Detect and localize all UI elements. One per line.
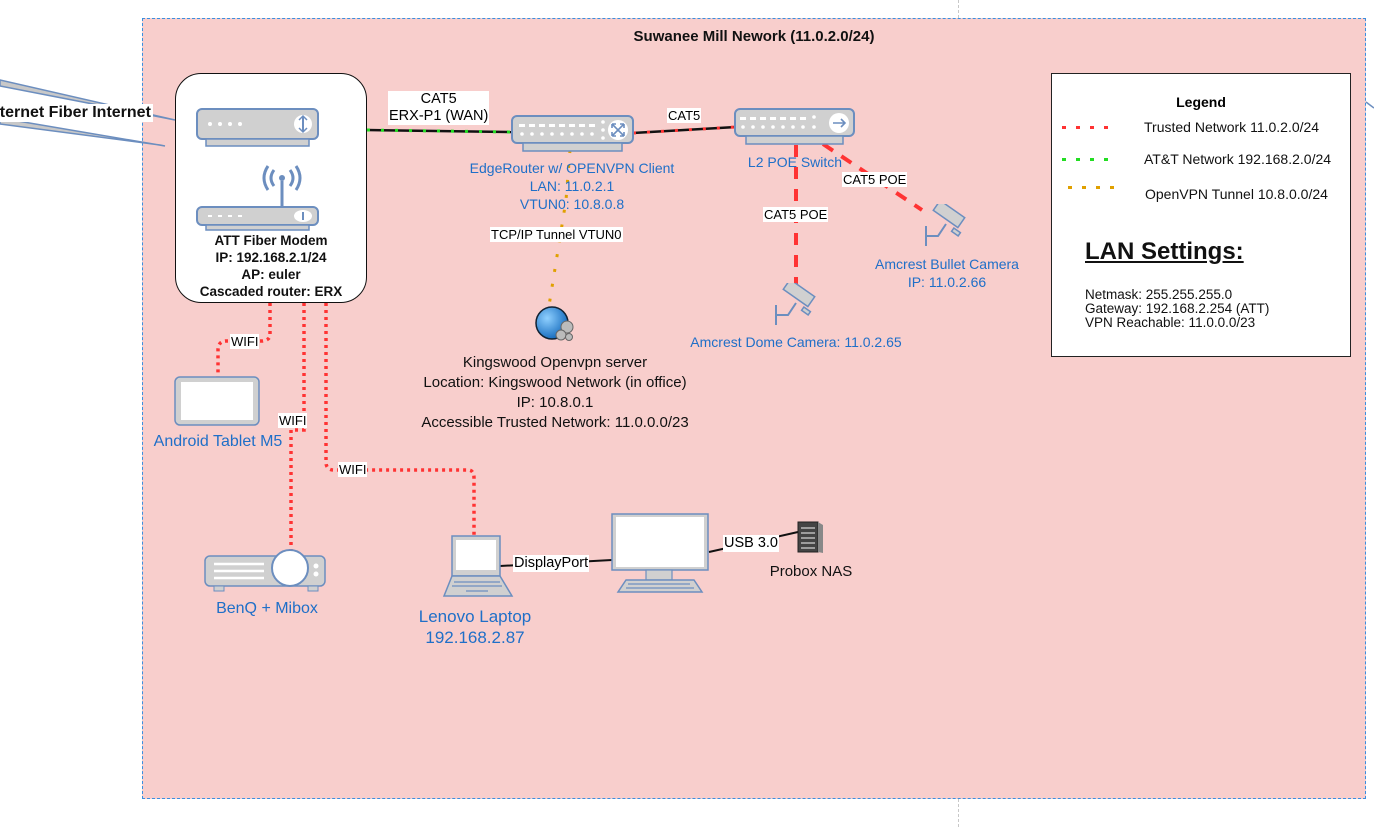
laptop-label: Lenovo Laptop 192.168.2.87 xyxy=(400,606,550,648)
wifi-projector-label: WIFI xyxy=(278,413,308,428)
bullet-camera-icon[interactable] xyxy=(922,204,970,248)
vpn-server-label: Kingswood Openvpn server Location: Kings… xyxy=(392,353,718,433)
bullet-camera-name: Amcrest Bullet Camera xyxy=(875,256,1019,272)
tunnel-label: TCP/IP Tunnel VTUN0 xyxy=(490,227,623,242)
projector-label: BenQ + Mibox xyxy=(216,600,318,617)
wifi-projector-link[interactable] xyxy=(289,303,306,550)
vpn-tunnel-link[interactable] xyxy=(546,149,572,313)
router-switch-link[interactable] xyxy=(632,125,737,135)
laptop-ip: 192.168.2.87 xyxy=(425,628,525,647)
edgerouter-vtun: VTUN0: 10.8.0.8 xyxy=(519,196,625,212)
dome-camera-label: Amcrest Dome Camera: 11.0.2.65 xyxy=(690,334,902,350)
wifi-laptop-label: WIFI xyxy=(338,462,368,477)
lan-gateway: Gateway: 192.168.2.254 (ATT) xyxy=(1085,301,1270,316)
legend-label-att: AT&T Network 192.168.2.0/24 xyxy=(1144,151,1332,167)
vpn-server-accessible-network: Accessible Trusted Network: 11.0.0.0/23 xyxy=(421,414,689,431)
modem-ip: IP: 192.168.2.1/24 xyxy=(215,250,327,265)
laptop-icon[interactable] xyxy=(442,535,514,599)
wifi-tablet-label: WIFI xyxy=(230,334,260,349)
modem-ap: AP: euler xyxy=(241,267,301,282)
poe-switch-icon[interactable] xyxy=(734,108,858,148)
projector-icon[interactable] xyxy=(204,546,328,592)
switch-bullet-label: CAT5 POE xyxy=(842,172,908,187)
vpn-server-name: Kingswood Openvpn server xyxy=(462,354,648,371)
edgerouter-lan: LAN: 11.0.2.1 xyxy=(529,178,615,194)
desktop-computer-icon[interactable] xyxy=(610,512,710,594)
edgerouter-icon[interactable] xyxy=(511,115,635,155)
tablet-icon[interactable] xyxy=(174,376,262,428)
internet-fiber-label: nternet Fiber Internet xyxy=(0,104,153,122)
lan-settings-title: LAN Settings: xyxy=(1085,238,1244,265)
switch-dome-label: CAT5 POE xyxy=(763,207,829,222)
switch-bullet-link[interactable] xyxy=(821,142,924,212)
legend-dots-vpn xyxy=(1068,186,1122,189)
legend-label-vpn: OpenVPN Tunnel 10.8.0.0/24 xyxy=(1145,186,1328,202)
nas-server-icon[interactable] xyxy=(797,520,825,554)
dome-camera-icon[interactable] xyxy=(772,283,818,327)
lan-netmask: Netmask: 255.255.255.0 xyxy=(1085,287,1233,302)
vpn-server-location: Location: Kingswood Network (in office) xyxy=(423,374,687,391)
offpage-connector xyxy=(1366,101,1374,109)
bullet-camera-ip: IP: 11.0.2.66 xyxy=(907,274,987,290)
edgerouter-label: EdgeRouter w/ OPENVPN Client LAN: 11.0.2… xyxy=(456,159,688,213)
displayport-label: DisplayPort xyxy=(513,555,590,572)
vpn-server-globe-icon[interactable] xyxy=(534,305,580,345)
wan-label-port: ERX-P1 (WAN) xyxy=(389,108,489,124)
lan-settings-values: Netmask: 255.255.255.0 Gateway: 192.168.… xyxy=(1085,288,1269,330)
usb-label: USB 3.0 xyxy=(723,535,779,552)
laptop-name: Lenovo Laptop xyxy=(418,607,532,626)
bullet-camera-label: Amcrest Bullet Camera IP: 11.0.2.66 xyxy=(860,255,1034,291)
lan-vpn-reachable: VPN Reachable: 11.0.0.0/23 xyxy=(1085,315,1256,330)
wan-label-cat5: CAT5 xyxy=(420,91,457,107)
legend-panel[interactable]: Legend Trusted Network 11.0.2.0/24 AT&T … xyxy=(1051,73,1351,357)
nas-label: Probox NAS xyxy=(769,563,853,580)
legend-dots-att xyxy=(1062,158,1116,161)
tablet-label: Android Tablet M5 xyxy=(153,433,283,450)
modem-name: ATT Fiber Modem xyxy=(214,233,328,248)
poe-switch-label: L2 POE Switch xyxy=(747,154,843,170)
legend-title: Legend xyxy=(1176,94,1226,110)
network-title: Suwanee Mill Nework (11.0.2.0/24) xyxy=(633,28,875,45)
vpn-server-ip: IP: 10.8.0.1 xyxy=(516,394,594,411)
modem-router-icon xyxy=(196,108,319,231)
legend-dots-trusted xyxy=(1062,126,1116,129)
legend-label-trusted: Trusted Network 11.0.2.0/24 xyxy=(1144,119,1320,135)
edgerouter-name: EdgeRouter w/ OPENVPN Client xyxy=(469,160,675,176)
modem-label: ATT Fiber Modem IP: 192.168.2.1/24 AP: e… xyxy=(175,232,367,300)
wifi-laptop-link[interactable] xyxy=(324,303,476,536)
router-switch-label: CAT5 xyxy=(667,108,702,123)
wan-link[interactable] xyxy=(366,128,513,134)
wan-link-label: CAT5 ERX-P1 (WAN) xyxy=(388,91,490,125)
modem-cascaded-router: Cascaded router: ERX xyxy=(199,284,343,299)
